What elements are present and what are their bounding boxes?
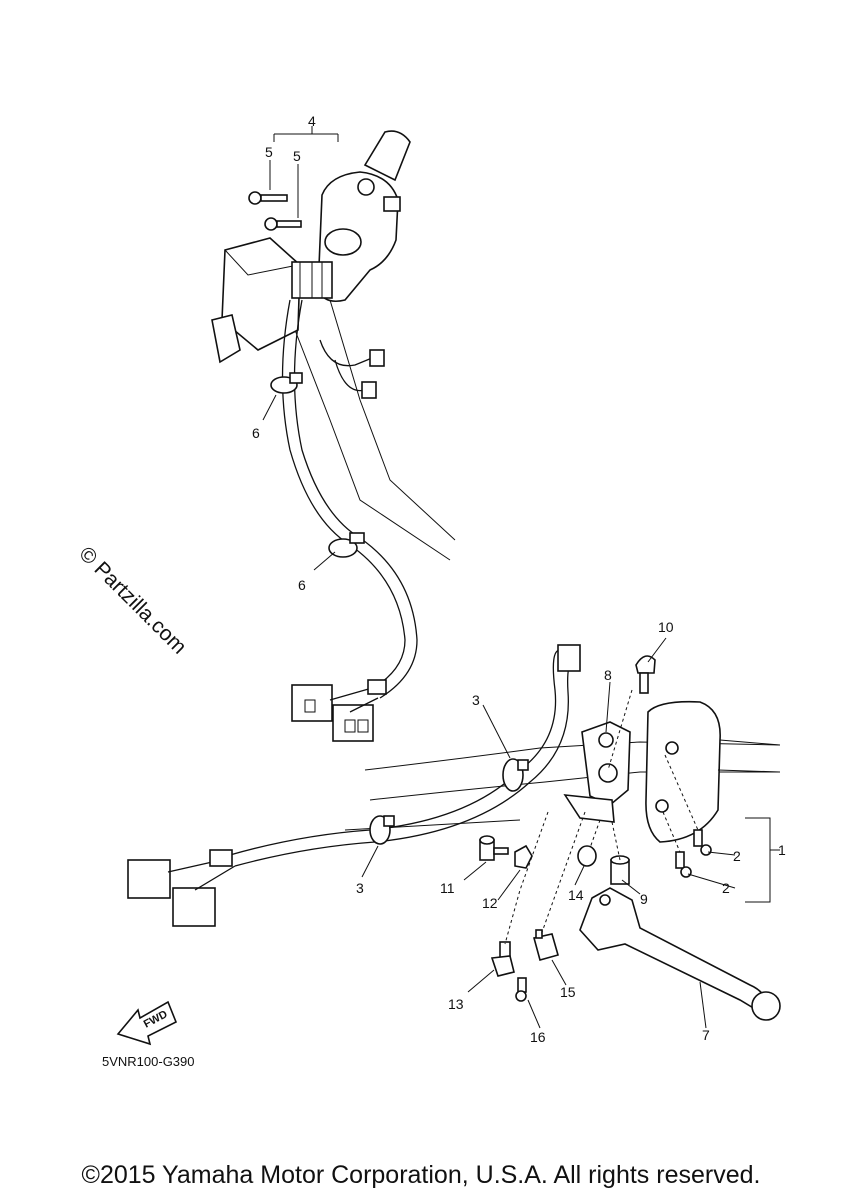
nut-14: [577, 845, 597, 867]
clamp-3-right: [502, 758, 529, 792]
collar-9: [610, 855, 630, 885]
callout-6-lower: 6: [298, 577, 306, 593]
callout-3-left: 3: [356, 880, 364, 896]
callout-labels: 4 5 5 6 6 10 8 3 1 2 2 3 11 14 9 12 13 1…: [252, 113, 786, 1045]
screw-5-upper: [248, 191, 288, 205]
callout-2-lower: 2: [722, 880, 730, 896]
watermark: © Partzilla.com: [74, 542, 190, 658]
screw-2-lower: [675, 851, 692, 878]
lower-harness-connectors: [127, 849, 236, 927]
callout-12: 12: [482, 895, 498, 911]
callout-13: 13: [448, 996, 464, 1012]
screw-5-lower: [264, 217, 302, 231]
callout-1: 1: [778, 842, 786, 858]
bolt-10: [635, 655, 656, 694]
clutch-lever-7: [579, 887, 781, 1021]
callout-11: 11: [440, 880, 455, 896]
callout-15: 15: [560, 984, 576, 1000]
callout-3-right: 3: [472, 692, 480, 708]
screw-16: [515, 977, 527, 1002]
bolt-11: [479, 835, 509, 861]
copyright-notice: ©2015 Yamaha Motor Corporation, U.S.A. A…: [81, 1161, 761, 1189]
switch-housing-1: [645, 700, 781, 843]
callout-5-left: 5: [265, 144, 273, 160]
nut-12: [514, 844, 533, 869]
callout-2-upper: 2: [733, 848, 741, 864]
callout-9: 9: [640, 891, 648, 907]
handlebar-switch-assembly: [211, 130, 456, 561]
callout-5-right: 5: [293, 148, 301, 164]
callout-7: 7: [702, 1027, 710, 1043]
callout-8: 8: [604, 667, 612, 683]
lever-bracket-8: [563, 721, 631, 823]
upper-wire-harness: [270, 299, 418, 742]
bolt-13: [490, 941, 515, 977]
diagram-code: 5VNR100-G390: [102, 1054, 195, 1069]
callout-6-upper: 6: [252, 425, 260, 441]
upper-harness-connectors: [291, 679, 387, 742]
switch-15: [533, 929, 559, 961]
clamp-3-left: [369, 815, 395, 845]
callout-10: 10: [658, 619, 674, 635]
screw-2-upper: [693, 829, 712, 856]
callout-16: 16: [530, 1029, 546, 1045]
fwd-arrow: FWD: [116, 1000, 178, 1046]
clamp-6-lower: [328, 532, 365, 558]
clutch-lever-assembly: [127, 644, 781, 1021]
callout-14: 14: [568, 887, 584, 903]
clamp-6-upper: [270, 372, 303, 394]
leader-lines: [262, 126, 780, 1029]
callout-4: 4: [308, 113, 316, 129]
